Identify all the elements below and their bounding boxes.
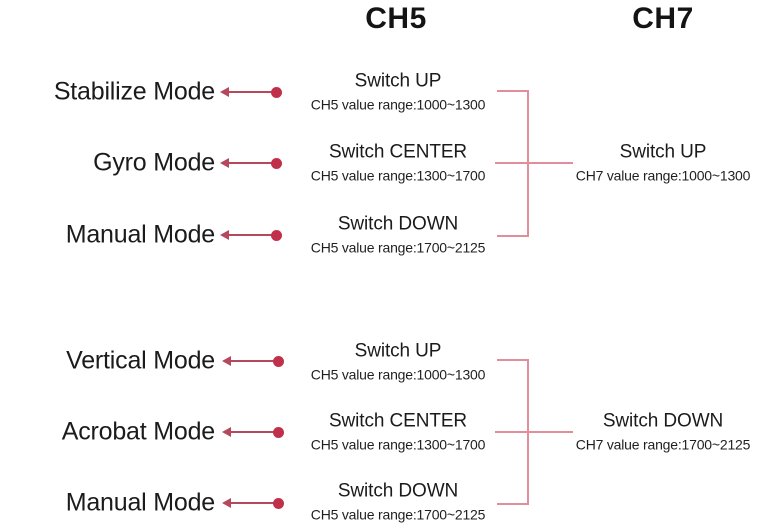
switch-range: CH5 value range:1000~1300: [310, 366, 486, 383]
switch-title: Switch DOWN: [337, 213, 459, 235]
switch-block-ch5-up-upper: Switch UP CH5 value range:1000~1300: [310, 70, 486, 115]
switch-range: CH7 value range:1000~1300: [575, 167, 751, 184]
arrow-connector-vertical: [222, 354, 284, 368]
switch-range: CH5 value range:1300~1700: [310, 167, 486, 184]
arrow-connector-acrobat: [222, 425, 284, 439]
arrow-dot-icon: [271, 157, 282, 169]
switch-block-ch5-down-upper: Switch DOWN CH5 value range:1700~2125: [310, 213, 486, 258]
arrow-shaft: [227, 162, 276, 164]
bracket-stub-top-upper: [497, 90, 529, 92]
arrow-dot-icon: [273, 355, 284, 367]
mode-label-acrobat: Acrobat Mode: [61, 417, 215, 446]
arrowhead-icon: [220, 230, 229, 240]
arrowhead-icon: [220, 87, 229, 97]
bracket-stub-mid-lower: [495, 431, 573, 433]
bracket-stub-top-lower: [497, 359, 529, 361]
switch-title: Switch CENTER: [328, 410, 468, 432]
switch-block-ch5-up-lower: Switch UP CH5 value range:1000~1300: [310, 340, 486, 385]
arrow-shaft: [227, 234, 276, 236]
arrowhead-icon: [222, 356, 231, 366]
arrow-dot-icon: [273, 426, 284, 438]
mode-label-vertical: Vertical Mode: [66, 346, 215, 375]
arrow-shaft: [229, 360, 278, 362]
column-header-ch5: CH5: [365, 2, 427, 35]
arrow-shaft: [227, 91, 276, 93]
arrow-connector-manual-upper: [220, 228, 282, 242]
arrowhead-icon: [222, 498, 231, 508]
arrowhead-icon: [222, 427, 231, 437]
switch-block-ch5-down-lower: Switch DOWN CH5 value range:1700~2125: [310, 480, 486, 525]
arrow-connector-gyro: [220, 156, 282, 170]
bracket-stub-bottom-lower: [497, 503, 529, 505]
switch-title: Switch DOWN: [602, 410, 724, 432]
arrow-dot-icon: [273, 497, 284, 509]
mode-label-gyro: Gyro Mode: [93, 148, 215, 177]
switch-block-ch7-lower: Switch DOWN CH7 value range:1700~2125: [575, 410, 751, 455]
mode-label-manual-lower: Manual Mode: [65, 488, 215, 517]
arrow-connector-stabilize: [220, 85, 282, 99]
switch-title: Switch UP: [354, 340, 442, 362]
mode-label-stabilize: Stabilize Mode: [53, 77, 215, 106]
column-header-ch7: CH7: [632, 2, 694, 35]
mode-label-manual-upper: Manual Mode: [65, 220, 215, 249]
arrow-dot-icon: [271, 86, 282, 98]
arrowhead-icon: [220, 158, 229, 168]
bracket-stub-bottom-upper: [497, 235, 529, 237]
switch-range: CH5 value range:1300~1700: [310, 436, 486, 453]
switch-block-ch7-upper: Switch UP CH7 value range:1000~1300: [575, 141, 751, 186]
arrow-shaft: [229, 431, 278, 433]
arrow-dot-icon: [271, 229, 282, 241]
switch-range: CH7 value range:1700~2125: [575, 436, 751, 453]
switch-range: CH5 value range:1700~2125: [310, 239, 486, 256]
bracket-stub-mid-upper: [495, 162, 573, 164]
switch-block-ch5-center-lower: Switch CENTER CH5 value range:1300~1700: [310, 410, 486, 455]
switch-block-ch5-center-upper: Switch CENTER CH5 value range:1300~1700: [310, 141, 486, 186]
switch-range: CH5 value range:1000~1300: [310, 96, 486, 113]
switch-title: Switch UP: [619, 141, 707, 163]
switch-title: Switch CENTER: [328, 141, 468, 163]
switch-title: Switch UP: [354, 70, 442, 92]
switch-range: CH5 value range:1700~2125: [310, 506, 486, 523]
arrow-shaft: [229, 502, 278, 504]
arrow-connector-manual-lower: [222, 496, 284, 510]
switch-title: Switch DOWN: [337, 480, 459, 502]
